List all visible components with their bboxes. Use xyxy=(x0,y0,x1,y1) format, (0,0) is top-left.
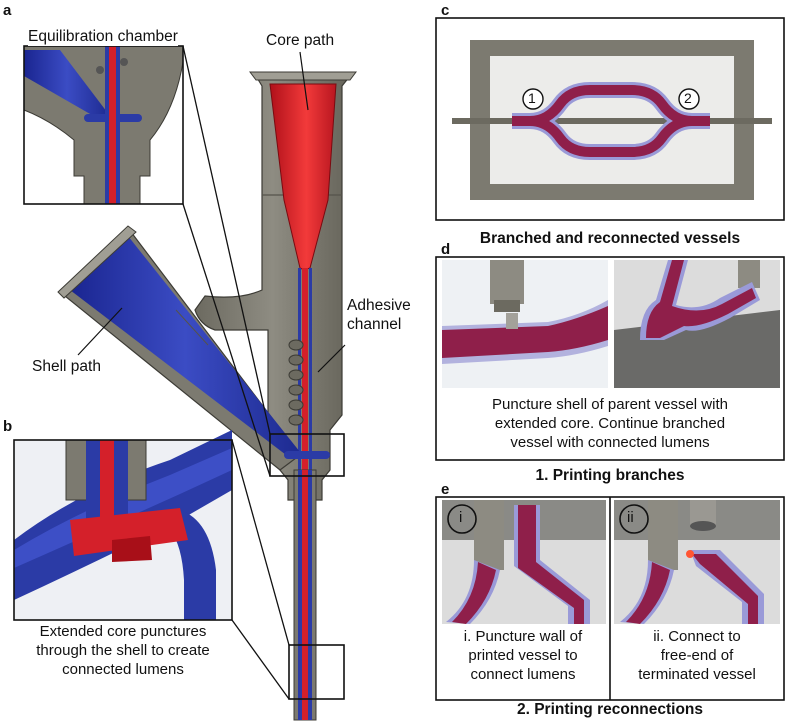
marker-ii: ii xyxy=(627,509,634,526)
adhesive-leader xyxy=(317,344,346,373)
panel-d-caption: Puncture shell of parent vessel with ext… xyxy=(436,395,784,452)
shell-path-leader xyxy=(77,307,123,356)
panel-d-letter: d xyxy=(441,241,451,258)
adhesive-channel-label: Adhesive channel xyxy=(347,296,411,334)
e-ii-line2: free-end of xyxy=(660,647,734,664)
e-i-line3: connect lumens xyxy=(470,666,576,683)
e-ii-line3: terminated vessel xyxy=(638,666,756,683)
inset-a-equilibration xyxy=(23,45,184,205)
core-path-label: Core path xyxy=(266,32,335,49)
e-i-line1: i. Puncture wall of xyxy=(463,628,583,645)
adhesive-channel-ridges xyxy=(288,339,304,426)
d-caption-line2: extended core. Continue branched xyxy=(494,415,726,432)
panel-d-title: 1. Printing branches xyxy=(535,467,685,484)
panel-e-caption-ii: ii. Connect to free-end of terminated ve… xyxy=(610,627,784,684)
b-caption-line2: through the shell to create xyxy=(36,642,210,659)
panel-e-letter: e xyxy=(441,481,450,498)
d-caption-line3: vessel with connected lumens xyxy=(510,434,710,451)
panel-a-letter: a xyxy=(3,2,12,19)
panel-c-letter: c xyxy=(441,2,450,19)
panel-b-letter: b xyxy=(3,418,13,435)
b-caption-line3: connected lumens xyxy=(62,661,184,678)
panel-e-title: 2. Printing reconnections xyxy=(516,701,704,718)
shell-path-label: Shell path xyxy=(32,358,101,375)
equilibration-chamber-label: Equilibration chamber xyxy=(28,28,178,46)
panel-e-caption-i: i. Puncture wall of printed vessel to co… xyxy=(436,627,610,684)
marker-i: i xyxy=(459,509,463,526)
zoom-box-junction xyxy=(269,433,345,477)
panel-b-caption: Extended core punctures through the shel… xyxy=(14,622,232,679)
b-caption-line1: Extended core punctures xyxy=(39,623,207,640)
adhesive-line1: Adhesive xyxy=(347,297,411,314)
core-path-leader xyxy=(299,51,309,111)
d-caption-line1: Puncture shell of parent vessel with xyxy=(492,396,728,413)
inset-b-punctured-shell xyxy=(14,430,232,620)
e-ii-line1: ii. Connect to xyxy=(653,628,741,645)
e-i-line2: printed vessel to xyxy=(468,647,578,664)
shell-arm xyxy=(57,225,301,471)
marker-1: 1 xyxy=(528,90,536,106)
panel-c-title: Branched and reconnected vessels xyxy=(479,230,741,247)
marker-2: 2 xyxy=(684,90,692,106)
adhesive-line2: channel xyxy=(347,316,402,333)
zoom-box-tip xyxy=(288,644,345,700)
